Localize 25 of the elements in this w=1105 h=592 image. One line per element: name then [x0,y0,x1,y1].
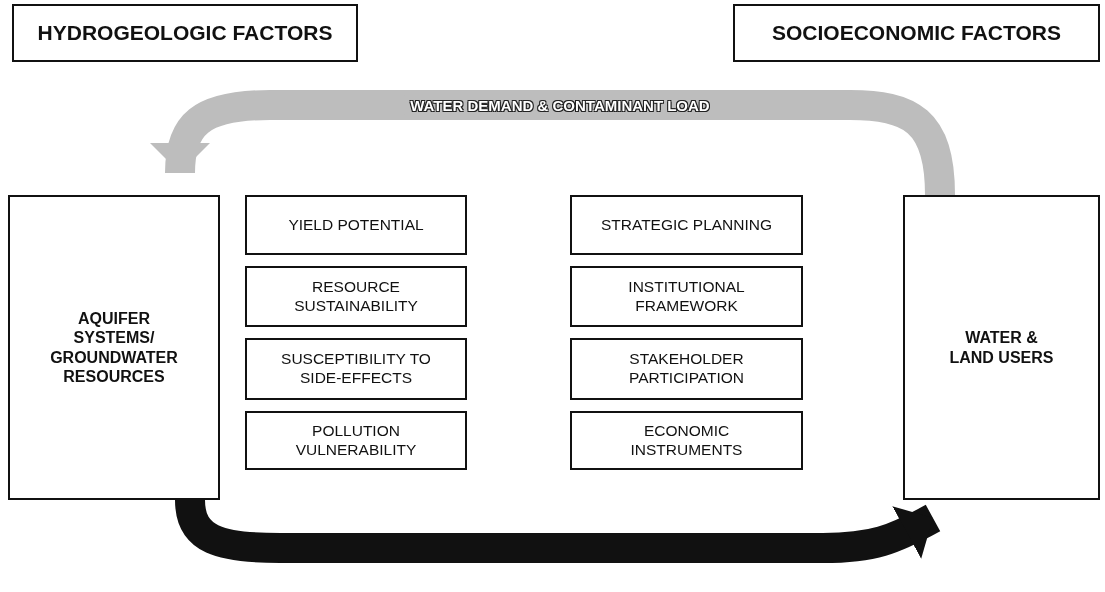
factor-box [570,195,803,255]
box-label: AQUIFER SYSTEMS/ GROUNDWATER RESOURCES [50,309,178,386]
factor-box [570,266,803,327]
box-label: STAKEHOLDER PARTICIPATION [627,350,746,388]
box-label: YIELD POTENTIAL [288,215,424,235]
factor-box [570,338,803,400]
box-label: POLLUTION VULNERABILITY [294,421,418,460]
group-box [8,195,220,500]
factor-box [245,338,467,400]
box-label: RESOURCE SUSTAINABILITY [293,277,419,316]
factor-box [245,195,467,255]
factor-box [570,411,803,470]
box-label: ECONOMIC INSTRUMENTS [629,421,744,460]
group-box [903,195,1100,500]
box-label: STRATEGIC PLANNING [600,215,773,235]
factor-box [245,411,467,470]
box-label: INSTITUTIONAL FRAMEWORK [627,277,746,316]
factor-box [245,266,467,327]
heading-box [12,4,358,62]
curved-arrow [175,499,941,563]
box-label: SUSCEPTIBILITY TO SIDE-EFFECTS [280,350,432,388]
box-label: SOCIOECONOMIC FACTORS [772,20,1061,46]
heading-box [733,4,1100,62]
box-label: HYDROGEOLOGIC FACTORS [37,20,333,46]
box-label: WATER & LAND USERS [948,328,1055,367]
